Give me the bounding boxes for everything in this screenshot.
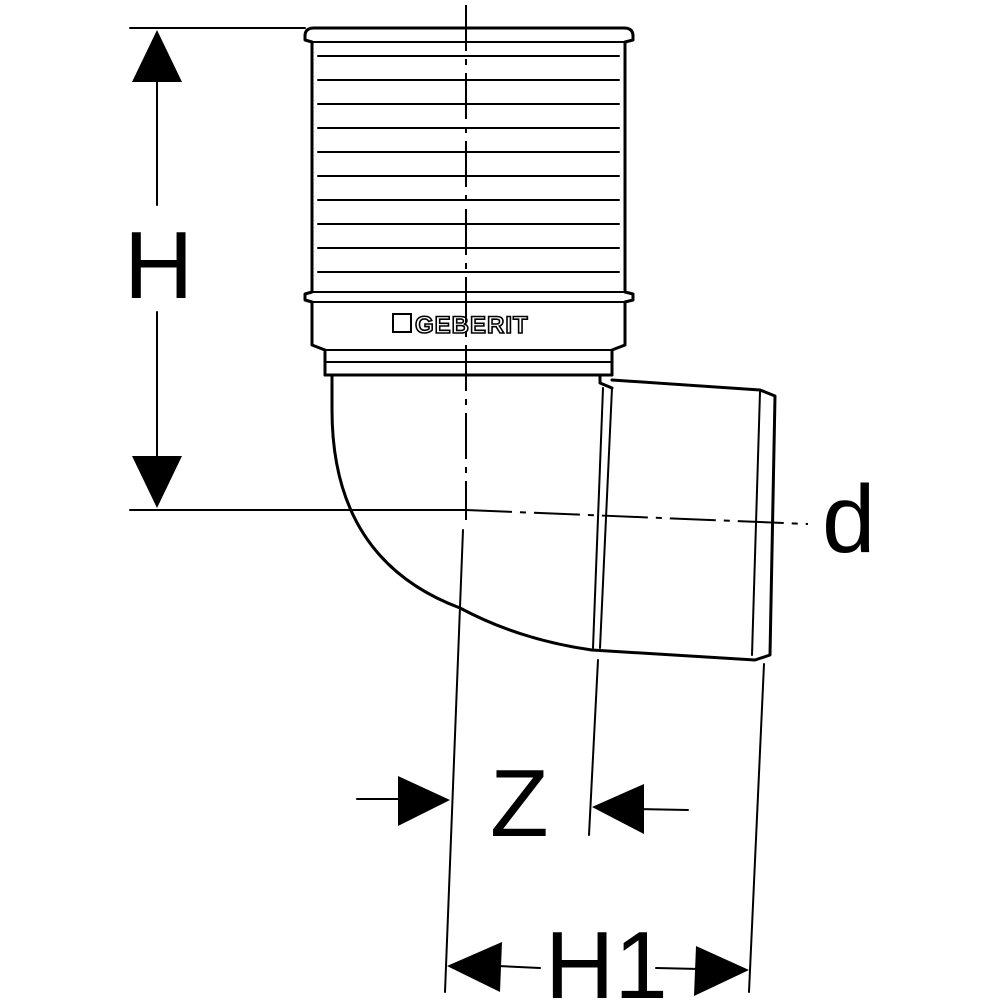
dimension-h: H xyxy=(124,27,467,511)
extension-lines xyxy=(444,529,765,993)
geberit-logo: GEBERIT xyxy=(392,311,529,340)
elbow-body xyxy=(303,26,635,377)
elbow-bend xyxy=(330,373,614,652)
arrow-left-icon xyxy=(592,784,644,834)
arrow-left-icon xyxy=(447,942,502,992)
dimension-label-h: H xyxy=(124,212,193,319)
dimension-label-h1: H1 xyxy=(545,912,668,1000)
arrow-right-icon xyxy=(398,776,450,826)
arrow-right-icon xyxy=(694,946,749,996)
dimension-h1: H1 xyxy=(447,912,749,1000)
arrow-down-icon xyxy=(132,456,182,508)
logo-text: GEBERIT xyxy=(415,312,529,339)
arrow-up-icon xyxy=(132,30,182,82)
socket-ribs xyxy=(317,55,620,273)
side-spigot xyxy=(590,378,777,662)
dimension-z: Z xyxy=(356,750,689,857)
dimension-label-z: Z xyxy=(490,750,549,857)
center-lines xyxy=(465,5,809,525)
dimension-label-d: d xyxy=(822,466,875,573)
